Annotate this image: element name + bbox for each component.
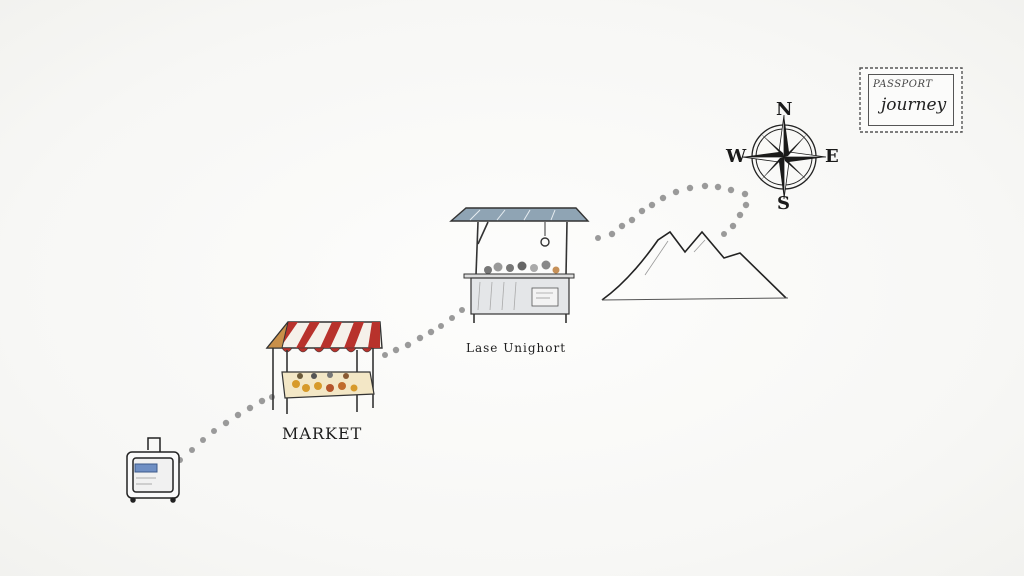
suitcase-icon [126, 437, 180, 503]
compass-south-label: S [777, 193, 790, 214]
compass-east-label: E [825, 146, 839, 167]
stamp-border [859, 67, 963, 133]
compass-icon [741, 114, 827, 200]
stamp-bottom-text: journey [881, 95, 947, 115]
passport-stamp: PASSPORT journey [858, 66, 964, 134]
food-stall-icon [449, 207, 590, 323]
dotted-path [177, 182, 750, 463]
mountains-icon [601, 230, 789, 301]
compass-west-label: W [726, 146, 747, 167]
stamp-top-text: PASSPORT [873, 79, 933, 90]
stamp-inner-frame: PASSPORT journey [868, 74, 954, 126]
food-stall-label: Lase Unighort [466, 341, 567, 355]
compass-north-label: N [776, 99, 793, 120]
market-stall-icon [265, 321, 383, 414]
market-label: MARKET [282, 424, 363, 443]
